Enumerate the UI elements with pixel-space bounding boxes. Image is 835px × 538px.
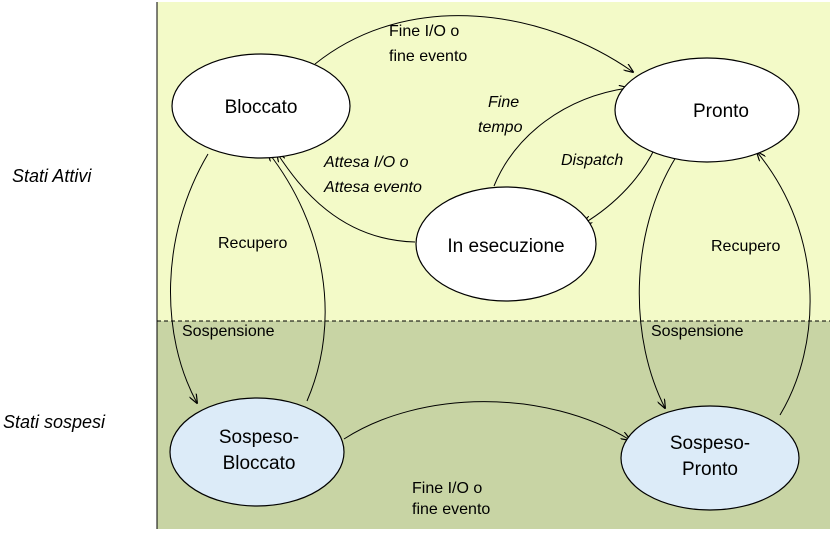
row-label-active: Stati Attivi xyxy=(12,166,92,186)
edge-label-io-end-bottom-1: Fine I/O o xyxy=(412,480,482,497)
state-ready-label: Pronto xyxy=(693,101,749,122)
edge-label-wait-1: Attesa I/O o xyxy=(323,154,409,171)
state-suspended-blocked-label-1: Sospeso- xyxy=(219,427,299,448)
edge-label-io-end-top-1: Fine I/O o xyxy=(389,23,459,40)
edge-label-time-end-2: tempo xyxy=(478,119,523,136)
edge-suspended-blocked-to-suspended-ready xyxy=(343,401,630,440)
edge-label-dispatch: Dispatch xyxy=(561,152,623,169)
edge-blocked-to-ready xyxy=(314,15,633,72)
edge-ready-to-running xyxy=(583,147,656,224)
state-suspended-blocked xyxy=(169,397,345,507)
edge-label-recovery-right: Recupero xyxy=(711,238,780,255)
edge-suspended-blocked-to-blocked xyxy=(268,152,326,402)
edge-running-to-blocked xyxy=(277,153,416,243)
state-ready xyxy=(614,57,800,163)
edge-blocked-to-suspended-blocked xyxy=(169,153,209,403)
state-blocked xyxy=(171,53,351,159)
edge-label-suspension-right: Sospensione xyxy=(651,323,744,340)
edge-label-time-end-1: Fine xyxy=(488,94,519,111)
state-suspended-ready xyxy=(620,405,800,511)
edge-label-recovery-left: Recupero xyxy=(218,235,287,252)
state-blocked-label: Bloccato xyxy=(225,97,298,118)
state-suspended-blocked-label-2: Bloccato xyxy=(223,453,296,474)
edge-label-io-end-bottom-2: fine evento xyxy=(412,501,490,518)
state-running-label: In esecuzione xyxy=(447,236,564,257)
edge-ready-to-suspended-ready xyxy=(638,156,677,408)
row-label-suspended: Stati sospesi xyxy=(3,412,106,432)
edge-label-suspension-left: Sospensione xyxy=(182,323,275,340)
state-running xyxy=(415,186,597,302)
edge-label-wait-2: Attesa evento xyxy=(323,179,422,196)
edge-label-io-end-top-2: fine evento xyxy=(389,48,467,65)
state-suspended-ready-label-2: Pronto xyxy=(682,459,738,480)
edge-running-to-ready xyxy=(493,88,628,187)
state-suspended-ready-label-1: Sospeso- xyxy=(670,433,750,454)
edge-suspended-ready-to-ready xyxy=(757,152,811,416)
